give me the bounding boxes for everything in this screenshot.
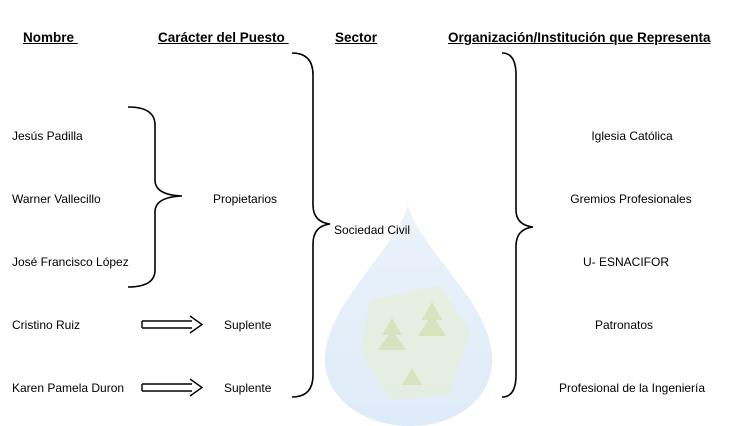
organization-1: Iglesia Católica — [591, 129, 673, 143]
organization-3: U- ESNACIFOR — [582, 255, 670, 269]
name-2: Warner Vallecillo — [12, 192, 101, 206]
role-suplente-1: Suplente — [224, 318, 272, 332]
arrow-suplente-2 — [141, 378, 204, 397]
brace-sector — [291, 52, 331, 398]
name-4: Cristino Ruiz — [12, 318, 81, 332]
role-suplente-2: Suplente — [224, 381, 272, 395]
sector-label: Sociedad Civil — [334, 223, 411, 237]
name-1: Jesús Padilla — [12, 129, 83, 143]
organization-2: Gremios Profesionales — [570, 192, 692, 206]
header-nombre: Nombre — [23, 30, 78, 45]
brace-propietarios — [127, 106, 183, 288]
header-organizacion: Organización/Institución que Representa — [448, 30, 711, 45]
role-propietarios: Propietarios — [213, 192, 278, 206]
header-sector: Sector — [335, 30, 378, 45]
arrow-suplente-1 — [141, 315, 204, 334]
organization-5: Profesional de la Ingeniería — [558, 381, 706, 395]
name-3: José Francisco López — [12, 255, 129, 269]
organization-4: Patronatos — [594, 318, 654, 332]
brace-organizations — [501, 52, 534, 398]
header-caracter-del-puesto: Carácter del Puesto — [158, 30, 289, 45]
name-5: Karen Pamela Duron — [12, 381, 125, 395]
